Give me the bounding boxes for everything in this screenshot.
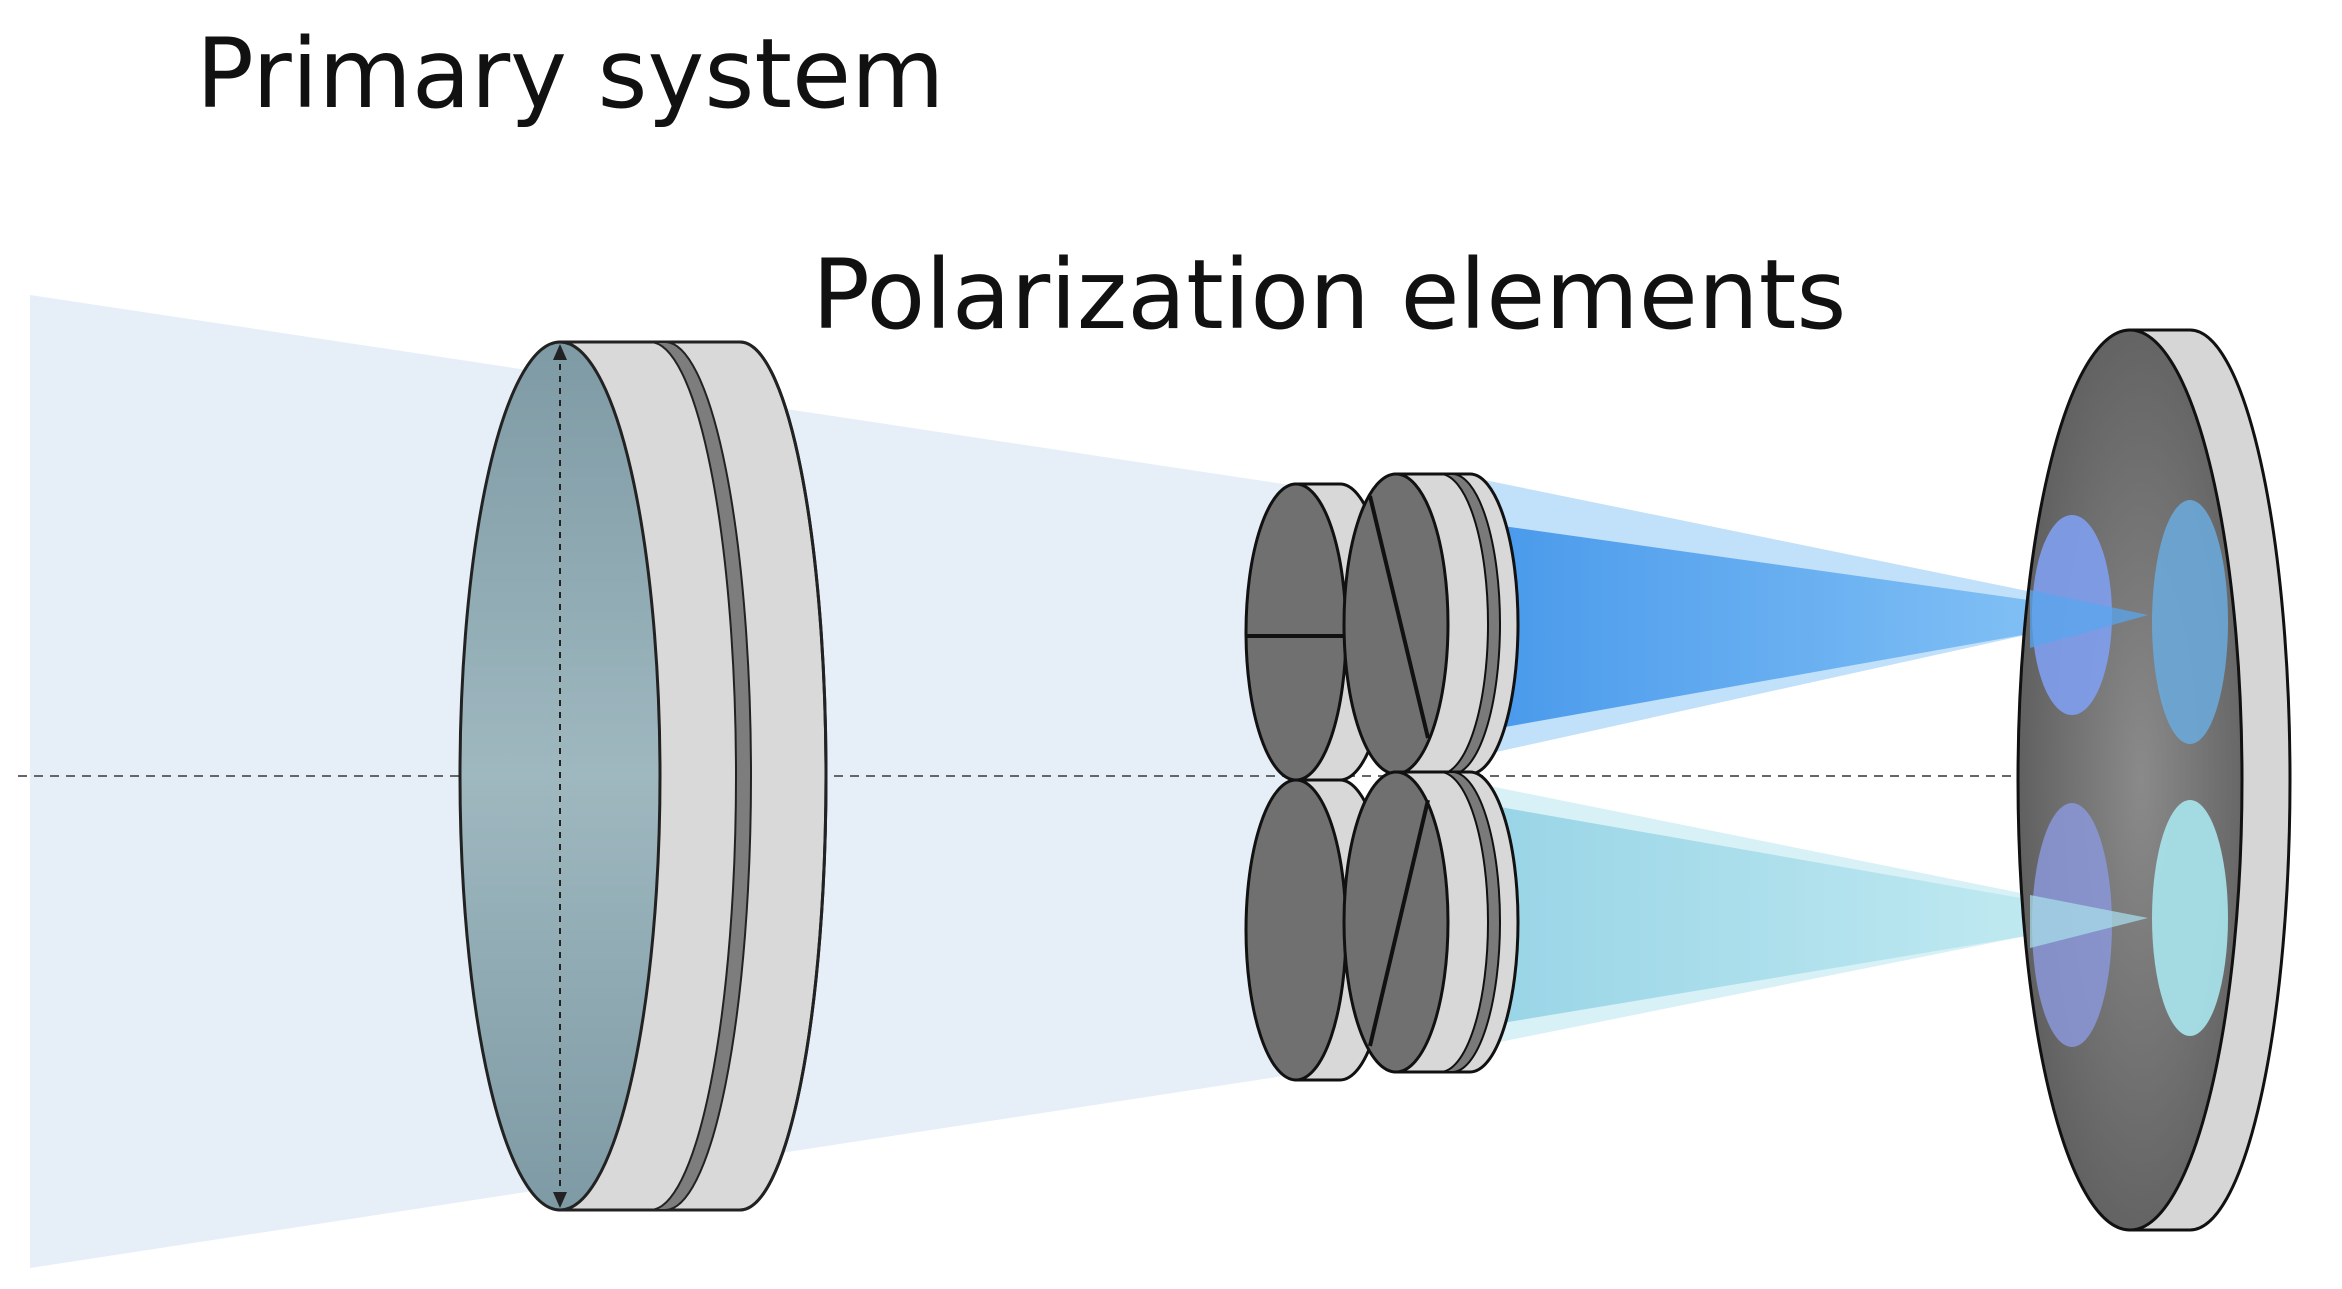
sensor-plate — [2016, 328, 2292, 1232]
spot-bottom-right — [2152, 800, 2228, 1036]
beam-lower-inner — [1460, 800, 2135, 1030]
beam-upper-inner — [1460, 520, 2135, 735]
lens-band — [649, 341, 752, 1211]
polarization-elements — [1244, 472, 1520, 1082]
polarizer-bottom-right — [1342, 770, 1520, 1074]
spot-top-right — [2152, 500, 2228, 744]
polarizer-top-right — [1342, 472, 1520, 776]
primary-lens — [458, 340, 828, 1212]
sensor-face — [2016, 328, 2244, 1232]
label-polarization-elements: Polarization elements — [812, 239, 1846, 351]
label-primary-system: Primary system — [196, 18, 945, 130]
